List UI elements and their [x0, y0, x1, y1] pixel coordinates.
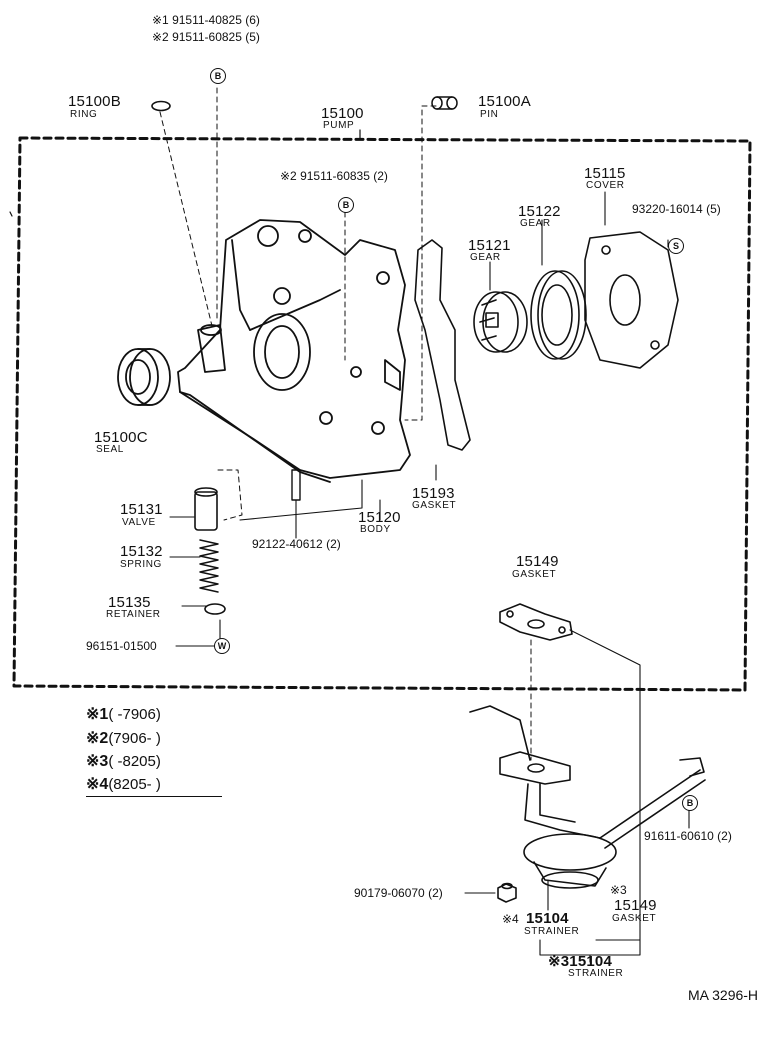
pump-part-name: PUMP: [323, 120, 355, 131]
washer-w-label: 96151-01500: [86, 639, 157, 653]
gasket-body-part-name: GASKET: [412, 500, 457, 511]
pin-part-number: 15100A: [478, 93, 531, 110]
circle-mark-b-low: B: [682, 795, 698, 811]
legend-range: (7906- ): [108, 730, 161, 747]
ring-part-number: 15100B: [68, 93, 121, 110]
legend-mark: ※2: [86, 730, 109, 747]
nut-label: 90179-06070 (2): [354, 886, 443, 900]
figure-code: MA 3296-H: [688, 987, 759, 1003]
valve-part: [194, 487, 218, 531]
spring-part-name: SPRING: [120, 559, 162, 570]
circle-mark-s: S: [668, 238, 684, 254]
pin-part: [431, 96, 458, 110]
inner-gear-part: [473, 291, 528, 353]
legend-row-3: ※3( -8205): [86, 751, 161, 771]
bolt-b-top-label-2: ※2 91511-60825 (5): [152, 30, 260, 44]
ring-part-name: RING: [70, 109, 98, 120]
bolt-b-mid-label: ※2 91511-60835 (2): [280, 169, 388, 183]
legend-mark: ※4: [86, 776, 109, 793]
pump-body-drawing: [177, 219, 411, 483]
pin-leader: [404, 105, 437, 421]
spring-part-number: 15132: [120, 543, 163, 560]
strainer3-part-number: ※315104: [548, 953, 613, 970]
gasket3-mark: ※3: [610, 883, 627, 897]
gasket-bottom-step: [239, 479, 363, 521]
valve-bore-dashed: [217, 469, 243, 521]
circle-mark-b-top: B: [210, 68, 226, 84]
legend-row-2: ※2(7906- ): [86, 728, 161, 748]
inner-gear-part-name: GEAR: [470, 252, 501, 263]
cover-part-name: COVER: [586, 180, 625, 191]
stud-part: [291, 469, 301, 501]
nut-part: [497, 882, 517, 903]
retainer-part-number: 15135: [108, 594, 151, 611]
screw-s-label: 93220-16014 (5): [632, 202, 721, 216]
legend-row-1: ※1( -7906): [86, 704, 161, 724]
gasket-top-part-name: GASKET: [512, 569, 557, 580]
seal-part: [117, 348, 171, 406]
body-part-name: BODY: [360, 524, 391, 535]
body-gasket-drawing: [414, 239, 471, 451]
legend-mark: ※3: [86, 753, 109, 770]
bolt-b-top-label-1: ※1 91511-40825 (6): [152, 13, 260, 27]
stud-label: 92122-40612 (2): [252, 537, 341, 551]
strainer4-part-number: 15104: [526, 910, 569, 927]
bolt-b-low-label: 91611-60610 (2): [644, 829, 732, 843]
legend-range: ( -8205): [108, 753, 161, 770]
ring-part: [151, 100, 171, 112]
strainer4-mark: ※4: [502, 912, 519, 926]
outer-gear-part-number: 15122: [518, 203, 561, 220]
retainer-part: [204, 603, 226, 615]
body-part-number: 15120: [358, 509, 401, 526]
pump-part-number: 15100: [321, 105, 364, 122]
circle-mark-w: W: [214, 638, 230, 654]
outer-gear-part-name: GEAR: [520, 218, 551, 229]
pump-assembly-boundary: [12, 136, 752, 692]
outer-gear-part: [530, 270, 587, 360]
strainer4-part-name: STRAINER: [524, 926, 580, 937]
gasket-top-leader: [569, 629, 641, 941]
spring-part: [199, 539, 219, 593]
strainer-gasket-part: [499, 603, 573, 641]
valve-part-number: 15131: [120, 501, 163, 518]
seal-part-name: SEAL: [96, 444, 124, 455]
inner-gear-part-number: 15121: [468, 237, 511, 254]
legend-range: (8205- ): [108, 776, 161, 793]
legend-mark: ※1: [86, 706, 109, 723]
retainer-part-name: RETAINER: [106, 609, 161, 620]
gasket3-part-number: 15149: [614, 897, 657, 914]
strainer3-part-name: STRAINER: [568, 968, 624, 979]
legend-range: ( -7906): [108, 706, 161, 723]
ring-leader: [159, 111, 213, 327]
gasket3-part-name: GASKET: [612, 913, 657, 924]
edge-tick: [9, 211, 13, 217]
cover-part: [584, 231, 679, 369]
gasket-top-part-number: 15149: [516, 553, 559, 570]
gasket-body-part-number: 15193: [412, 485, 455, 502]
strainer-pipe-part: [469, 705, 706, 889]
legend-row-4: ※4(8205- ): [86, 774, 222, 797]
cover-part-number: 15115: [584, 165, 626, 182]
pin-part-name: PIN: [480, 109, 499, 120]
valve-part-name: VALVE: [122, 517, 156, 528]
circle-mark-b-mid: B: [338, 197, 354, 213]
seal-part-number: 15100C: [94, 429, 148, 446]
